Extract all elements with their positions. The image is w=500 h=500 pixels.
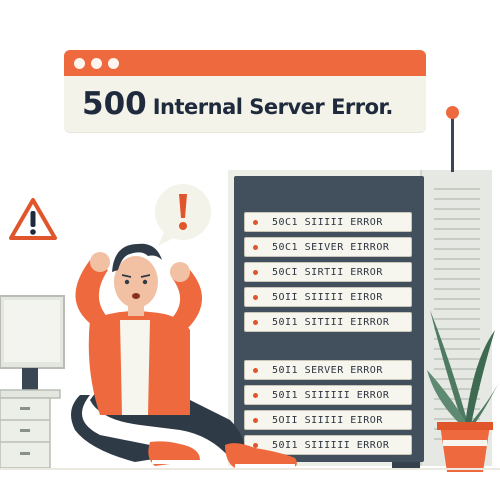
server-unit-label: 50I1 SIIIIII ERROR (272, 439, 390, 451)
server-unit-label: 50I1 SIIIIII ERROR (272, 389, 390, 401)
status-led-icon (253, 244, 258, 250)
server-unit-label: 50C1 SEIVER EIRROR (272, 241, 390, 253)
browser-title-bar (64, 50, 426, 76)
floor-line (0, 468, 500, 470)
stressed-person-illustration (71, 243, 297, 468)
server-unit: 50I1 SIIIIII ERROR (244, 435, 412, 455)
server-unit-label: 50CI SIRTII ERROR (272, 266, 383, 278)
exclamation-icon (179, 194, 187, 230)
status-led-icon (253, 319, 258, 325)
antenna-light-icon (446, 106, 459, 119)
server-unit: 50C1 SEIVER EIRROR (244, 237, 412, 257)
window-dot-icon (74, 57, 85, 69)
server-unit-label: 5OII SIIIII EIROR (272, 291, 383, 303)
server-unit-label: 50C1 SIIIII ERROR (272, 216, 383, 228)
error-message: Internal Server Error. (152, 95, 394, 119)
potted-plant (427, 310, 500, 472)
server-unit-label: 50I1 SERVER ERROR (272, 364, 383, 376)
server-unit: 50I1 SITIII EIRROR (244, 312, 412, 332)
status-led-icon (253, 367, 258, 373)
window-dot-icon (108, 57, 119, 69)
server-unit: 50C1 SIIIII ERROR (244, 212, 412, 232)
sneaker-icon (148, 441, 200, 466)
rack-foot (392, 462, 420, 468)
alert-speech-bubble (155, 184, 211, 246)
window-dot-icon (91, 57, 102, 69)
warning-triangle-icon (9, 198, 57, 240)
status-led-icon (253, 392, 258, 398)
status-led-icon (253, 269, 258, 275)
status-led-icon (253, 294, 258, 300)
sneaker-icon (225, 443, 297, 468)
status-led-icon (253, 442, 258, 448)
error-code: 500 (82, 86, 147, 122)
server-unit: 50I1 SIIIIII ERROR (244, 385, 412, 405)
server-unit-label: 5OII SIIIII EIROR (272, 414, 383, 426)
desk-with-monitor (0, 295, 65, 469)
status-led-icon (253, 417, 258, 423)
antenna-pole (451, 116, 454, 172)
server-unit: 50I1 SERVER ERROR (244, 360, 412, 380)
status-led-icon (253, 219, 258, 225)
server-unit: 50CI SIRTII ERROR (244, 262, 412, 282)
server-unit: 5OII SIIIII EIROR (244, 287, 412, 307)
server-unit: 5OII SIIIII EIROR (244, 410, 412, 430)
server-unit-label: 50I1 SITIII EIRROR (272, 316, 390, 328)
